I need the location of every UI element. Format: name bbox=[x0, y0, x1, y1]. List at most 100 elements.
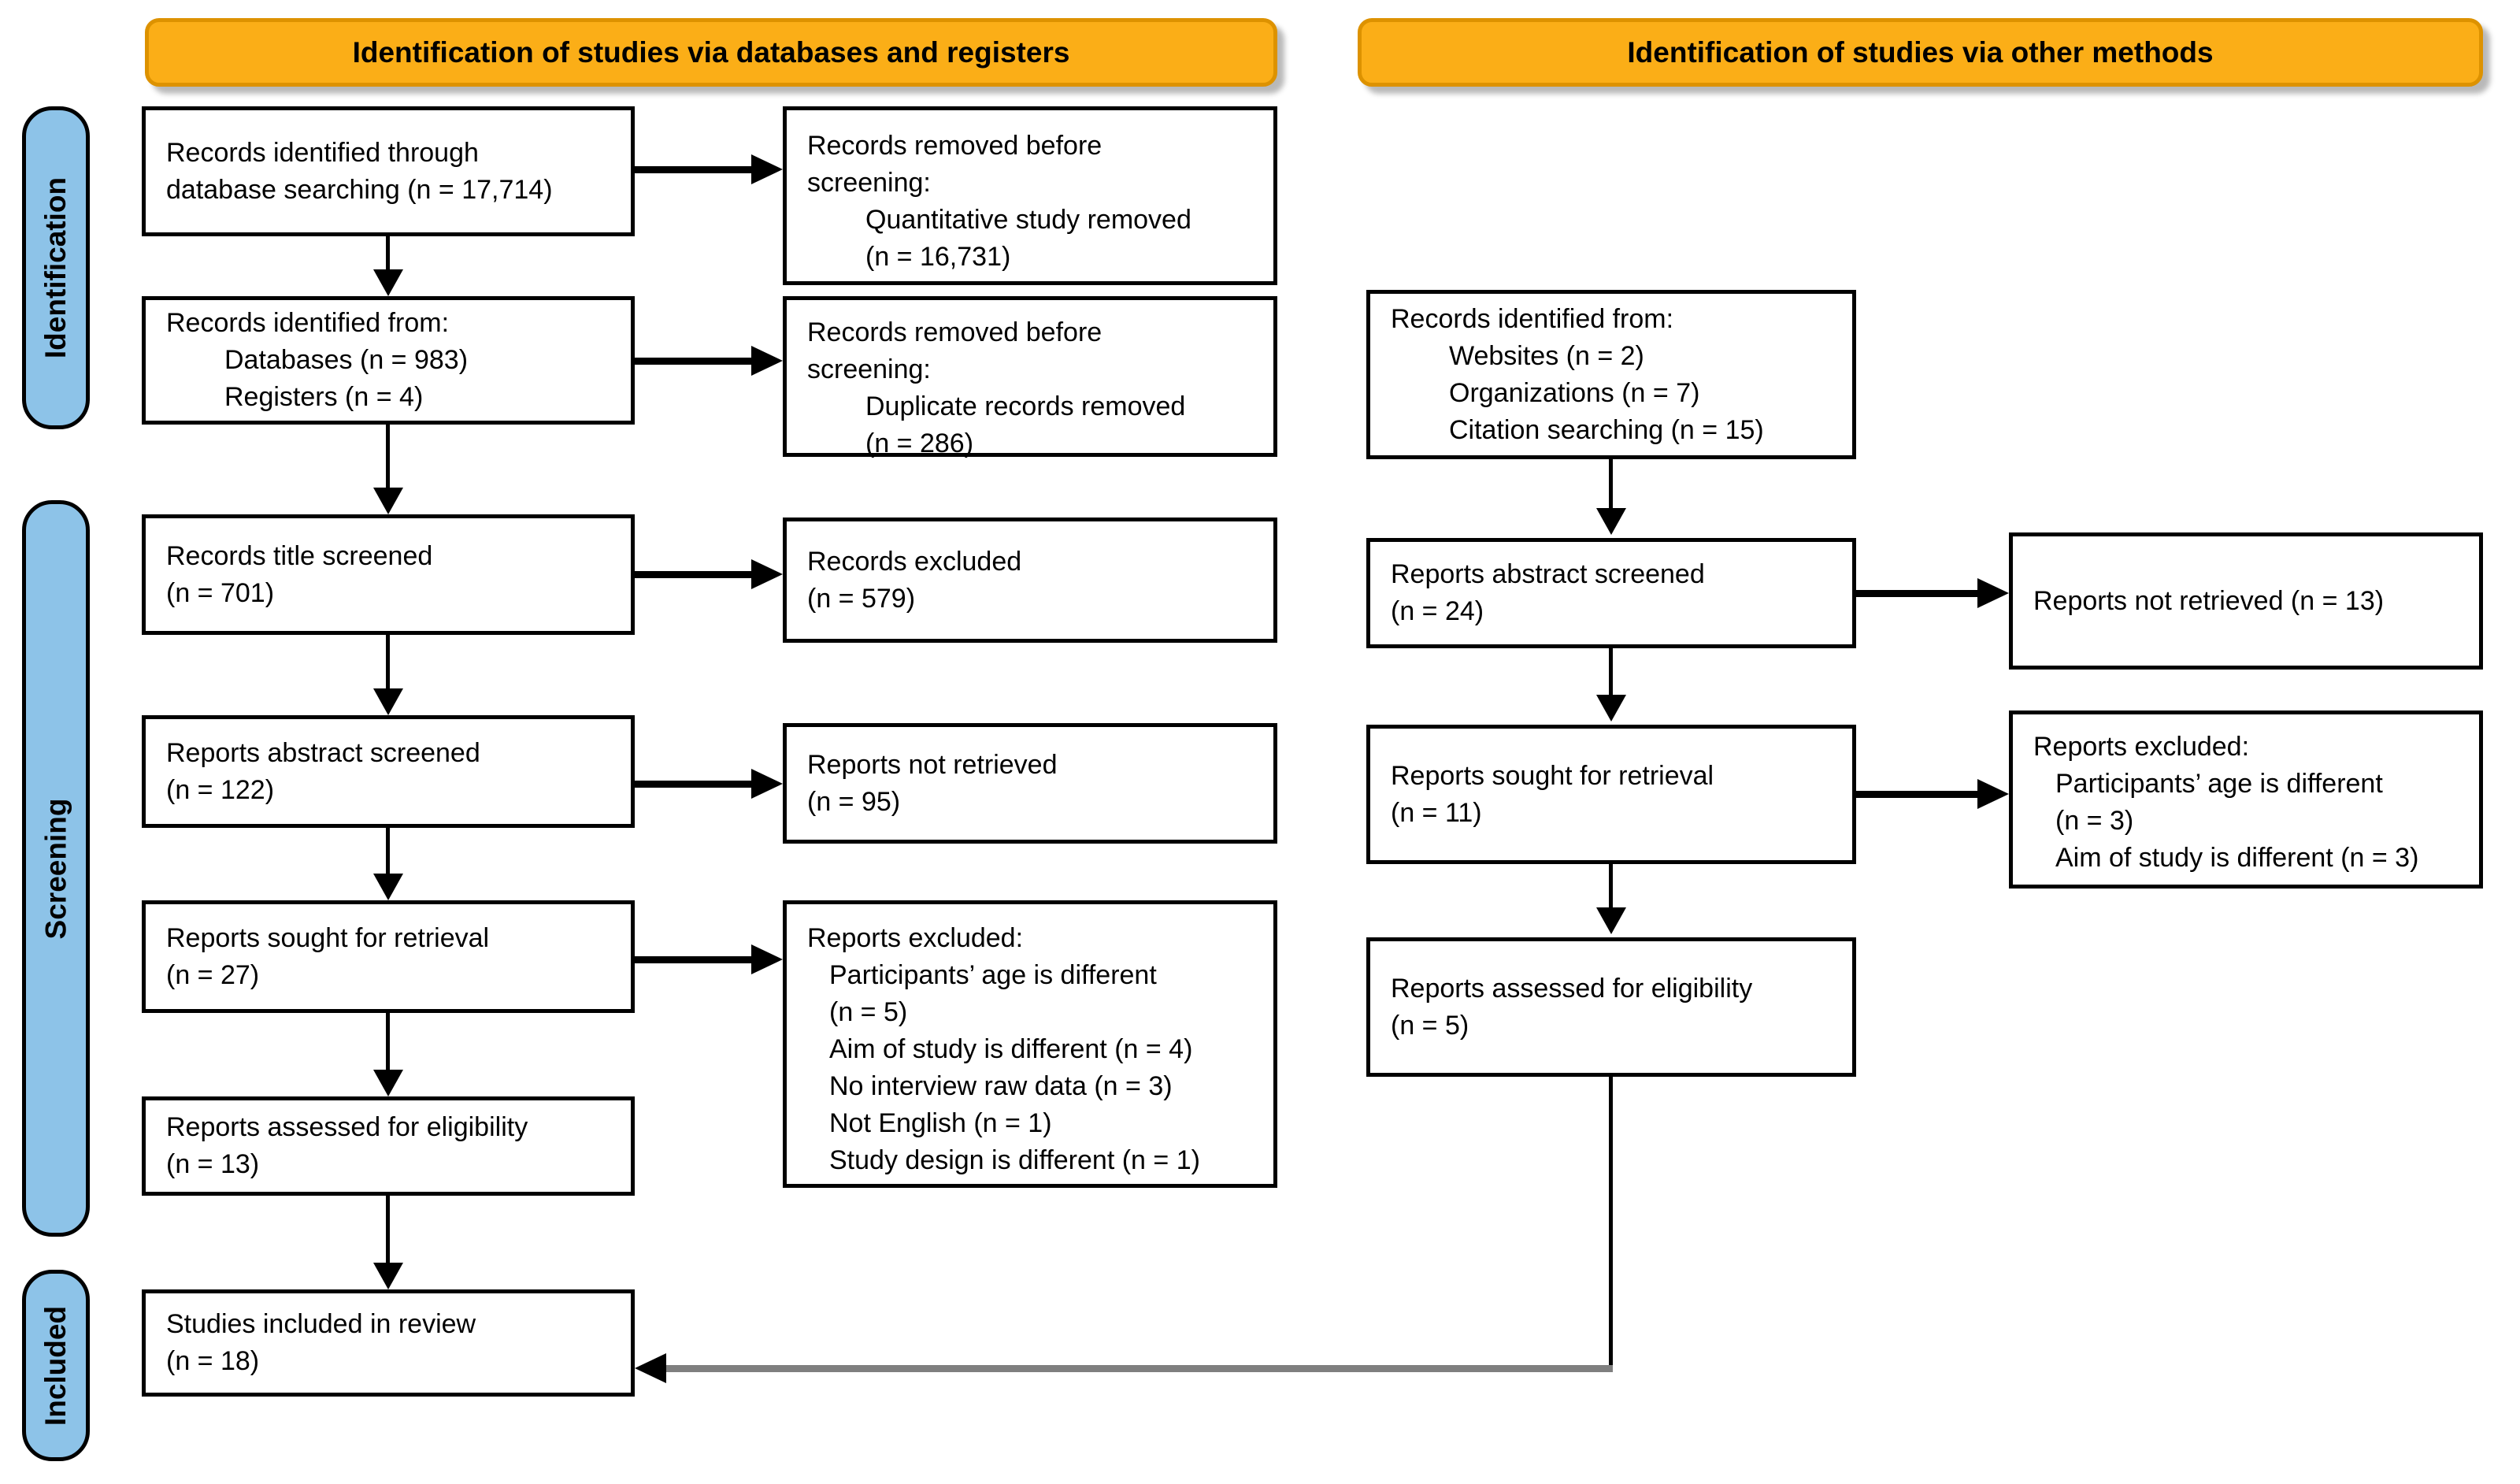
arrow-abstract-screened-to-sought-retrieval bbox=[386, 828, 390, 877]
arrow-identified-from-to-title-screened bbox=[386, 425, 390, 491]
box-text-line: (n = 5) bbox=[1391, 1010, 1469, 1041]
box-text-line: Reports not retrieved (n = 13) bbox=[2033, 585, 2385, 616]
box-records-removed-quantitative: Records removed before screening: Quanti… bbox=[783, 106, 1277, 285]
box-text-line: screening: bbox=[807, 168, 931, 198]
box-other-reports-excluded-reasons: Reports excluded: Participants’ age is d… bbox=[2009, 710, 2483, 889]
box-text-line: Quantitative study removed bbox=[865, 205, 1191, 235]
box-text-line: (n = 27) bbox=[166, 959, 260, 990]
box-reports-not-retrieved: Reports not retrieved (n = 95) bbox=[783, 723, 1277, 844]
box-text-line: Organizations (n = 7) bbox=[1449, 377, 1700, 408]
stage-screening-label: Screening bbox=[39, 798, 72, 939]
box-text-line: Citation searching (n = 15) bbox=[1449, 414, 1764, 445]
box-text-line: screening: bbox=[807, 354, 931, 384]
arrow-other-identified-to-abstract bbox=[1609, 459, 1613, 511]
box-text-line: Aim of study is different (n = 3) bbox=[2055, 843, 2419, 873]
arrowhead-down-icon bbox=[1596, 508, 1626, 535]
arrow-title-screened-to-excluded bbox=[635, 571, 754, 578]
arrowhead-right-icon bbox=[751, 559, 783, 589]
box-text-line: Not English (n = 1) bbox=[829, 1108, 1052, 1138]
box-other-records-identified-from: Records identified from: Websites (n = 2… bbox=[1366, 290, 1856, 459]
box-text-line: Studies included in review bbox=[166, 1309, 476, 1339]
arrowhead-down-icon bbox=[1596, 907, 1626, 934]
box-records-identified-database-searching: Records identified through database sear… bbox=[142, 106, 635, 236]
box-text-line: Databases (n = 983) bbox=[224, 345, 469, 375]
arrowhead-right-icon bbox=[751, 944, 783, 974]
box-other-reports-not-retrieved: Reports not retrieved (n = 13) bbox=[2009, 532, 2483, 670]
arrowhead-right-icon bbox=[751, 769, 783, 799]
stage-included: Included bbox=[22, 1270, 90, 1461]
box-text-line: No interview raw data (n = 3) bbox=[829, 1071, 1173, 1101]
box-records-removed-duplicates: Records removed before screening: Duplic… bbox=[783, 296, 1277, 458]
arrowhead-down-icon bbox=[373, 688, 403, 715]
box-other-reports-assessed-eligibility: Reports assessed for eligibility (n = 5) bbox=[1366, 937, 1856, 1077]
box-reports-abstract-screened: Reports abstract screened (n = 122) bbox=[142, 715, 635, 828]
box-text-line: (n = 122) bbox=[166, 774, 275, 805]
box-text-line: (n = 5) bbox=[829, 997, 908, 1027]
box-text-line: database searching (n = 17,714) bbox=[166, 174, 553, 205]
arrowhead-down-icon bbox=[373, 874, 403, 900]
arrow-other-abstract-to-not-retrieved bbox=[1856, 590, 1981, 597]
box-text-line: Reports sought for retrieval bbox=[1391, 760, 1714, 791]
arrowhead-down-icon bbox=[373, 488, 403, 514]
box-text-line: Reports abstract screened bbox=[166, 737, 480, 768]
banner-other-methods-label: Identification of studies via other meth… bbox=[1627, 35, 2214, 69]
arrowhead-down-icon bbox=[373, 1263, 403, 1289]
box-text-line: Study design is different (n = 1) bbox=[829, 1145, 1200, 1175]
arrow-db-search-to-removed bbox=[635, 166, 754, 173]
banner-databases-registers: Identification of studies via databases … bbox=[145, 18, 1277, 87]
arrow-title-screened-to-abstract-screened bbox=[386, 635, 390, 692]
box-text-line: Participants’ age is different bbox=[2055, 769, 2383, 799]
box-reports-assessed-eligibility: Reports assessed for eligibility (n = 13… bbox=[142, 1096, 635, 1196]
box-text-line: Records removed before bbox=[807, 317, 1102, 347]
box-studies-included-review: Studies included in review (n = 18) bbox=[142, 1289, 635, 1397]
arrow-other-sought-to-excluded bbox=[1856, 791, 1981, 798]
box-text-line: (n = 95) bbox=[807, 786, 901, 817]
arrow-identified-from-to-duplicates bbox=[635, 358, 754, 365]
box-text-line: (n = 24) bbox=[1391, 596, 1484, 626]
box-text-line: (n = 18) bbox=[166, 1346, 260, 1376]
connector-other-to-included bbox=[666, 1365, 1613, 1372]
box-text-line: (n = 16,731) bbox=[865, 242, 1011, 272]
box-other-reports-abstract-screened: Reports abstract screened (n = 24) bbox=[1366, 538, 1856, 648]
arrow-db-search-to-identified-from bbox=[386, 236, 390, 273]
arrowhead-down-icon bbox=[373, 269, 403, 296]
arrowhead-right-icon bbox=[1977, 779, 2009, 809]
box-records-excluded: Records excluded (n = 579) bbox=[783, 518, 1277, 643]
arrowhead-left-icon bbox=[635, 1353, 666, 1383]
box-text-line: Duplicate records removed bbox=[865, 391, 1186, 421]
box-text-line: Reports excluded: bbox=[807, 923, 1024, 953]
box-text-line: Records excluded bbox=[807, 546, 1022, 577]
box-text-line: Records identified through bbox=[166, 137, 479, 168]
box-text-line: Aim of study is different (n = 4) bbox=[829, 1034, 1193, 1064]
arrow-sought-to-reports-excluded bbox=[635, 956, 754, 963]
box-reports-sought-retrieval: Reports sought for retrieval (n = 27) bbox=[142, 900, 635, 1013]
stage-screening: Screening bbox=[22, 500, 90, 1237]
arrow-sought-retrieval-to-assessed bbox=[386, 1013, 390, 1073]
box-records-identified-from: Records identified from: Databases (n = … bbox=[142, 296, 635, 425]
box-text-line: Participants’ age is different bbox=[829, 960, 1157, 990]
arrowhead-right-icon bbox=[1977, 578, 2009, 608]
box-text-line: (n = 579) bbox=[807, 583, 916, 614]
box-text-line: Records removed before bbox=[807, 131, 1102, 161]
box-text-line: Reports assessed for eligibility bbox=[1391, 973, 1753, 1004]
box-text-line: Websites (n = 2) bbox=[1449, 340, 1644, 371]
arrowhead-down-icon bbox=[1596, 695, 1626, 722]
box-text-line: (n = 286) bbox=[865, 429, 974, 458]
arrow-other-abstract-to-sought bbox=[1609, 648, 1613, 698]
arrow-assessed-to-included bbox=[386, 1196, 390, 1266]
banner-other-methods: Identification of studies via other meth… bbox=[1358, 18, 2483, 87]
box-text-line: Records title screened bbox=[166, 540, 433, 571]
arrowhead-down-icon bbox=[373, 1070, 403, 1096]
box-text-line: (n = 701) bbox=[166, 577, 275, 608]
box-text-line: Registers (n = 4) bbox=[224, 382, 424, 412]
box-other-reports-sought-retrieval: Reports sought for retrieval (n = 11) bbox=[1366, 725, 1856, 864]
stage-identification: Identification bbox=[22, 106, 90, 429]
box-reports-excluded-reasons: Reports excluded: Participants’ age is d… bbox=[783, 900, 1277, 1188]
box-text-line: (n = 3) bbox=[2055, 806, 2134, 836]
arrowhead-right-icon bbox=[751, 346, 783, 376]
box-text-line: (n = 13) bbox=[166, 1149, 260, 1179]
box-text-line: Reports excluded: bbox=[2033, 732, 2250, 762]
box-text-line: Reports assessed for eligibility bbox=[166, 1112, 528, 1142]
stage-included-label: Included bbox=[39, 1305, 72, 1426]
